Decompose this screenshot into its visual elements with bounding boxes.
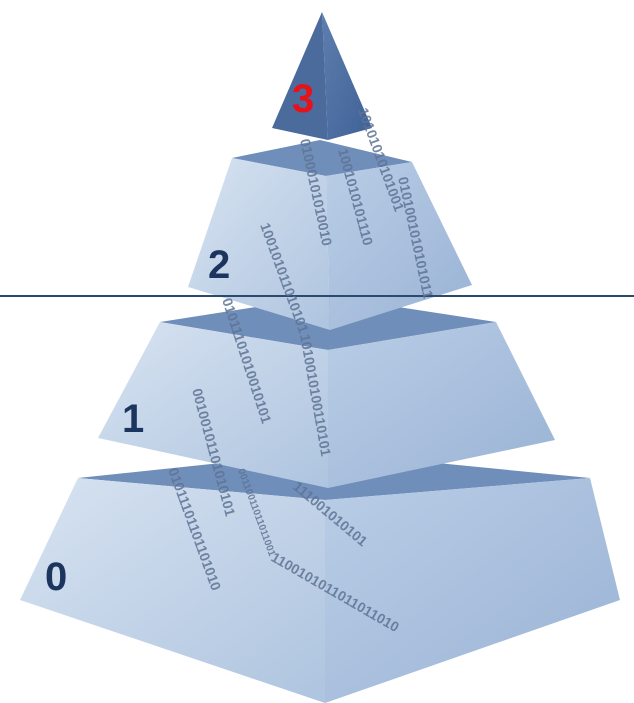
level-label-0: 0	[45, 555, 67, 599]
tier-3	[272, 12, 372, 140]
tier-2-right-face	[326, 162, 472, 330]
tier-0	[20, 452, 620, 703]
level-label-2: 2	[208, 243, 230, 287]
level-label-1: 1	[122, 397, 144, 441]
tier-2	[188, 140, 472, 330]
tier-3-right-face	[322, 12, 372, 140]
tier-1-left-face	[98, 322, 328, 488]
tier-0-right-face	[325, 478, 620, 703]
tier-1	[98, 296, 555, 488]
tier-1-right-face	[328, 322, 555, 488]
tier-2-left-face	[188, 158, 330, 330]
level-label-3: 3	[292, 77, 314, 121]
tier-3-left-face	[272, 12, 328, 140]
tier-2-top-face	[232, 140, 412, 176]
tier-0-left-face	[20, 478, 325, 703]
